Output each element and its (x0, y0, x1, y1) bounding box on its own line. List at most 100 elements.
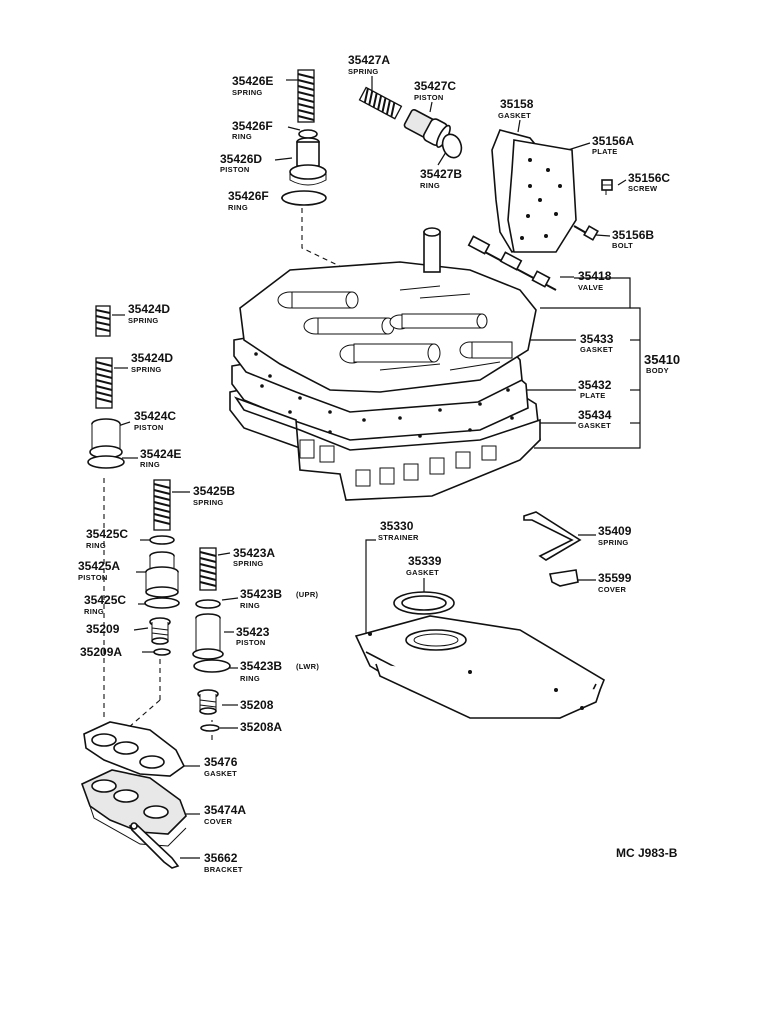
spring-35427A (358, 86, 403, 120)
part-name-35424D-upper: SPRING (128, 316, 159, 325)
leader-lines (112, 76, 641, 859)
part-number-35662: 35662 (204, 851, 238, 865)
springs (95, 69, 403, 591)
part-name-35433: GASKET (580, 345, 613, 354)
part-name-35424C: PISTON (134, 423, 164, 432)
strainer-35330 (354, 615, 605, 719)
spring-35425B (153, 479, 171, 531)
spring-35426E (297, 69, 315, 123)
part-name-35425A: PISTON (78, 573, 108, 582)
piston-35426D (289, 137, 327, 186)
part-number-35208A: 35208A (240, 720, 282, 734)
part-number-35424D-upper: 35424D (128, 302, 170, 316)
plug-35209 (149, 617, 171, 645)
spring-35423A (199, 547, 217, 591)
part-number-35426F-upper: 35426F (232, 119, 273, 133)
part-number-35425C-upper: 35425C (86, 527, 128, 541)
ring-35208A (200, 724, 220, 732)
part-number-35410: 35410 (644, 352, 680, 367)
part-number-35433: 35433 (580, 332, 614, 346)
part-name-35476: GASKET (204, 769, 237, 778)
plug-35208 (197, 689, 219, 715)
part-name-35158: GASKET (498, 111, 531, 120)
ring-35427B (441, 133, 463, 159)
part-name-35339: GASKET (406, 568, 439, 577)
part-name-35432: PLATE (580, 391, 606, 400)
part-number-35426E: 35426E (232, 74, 273, 88)
part-number-35426D: 35426D (220, 152, 262, 166)
part-name-35599: COVER (598, 585, 626, 594)
ring-35425C-lower (144, 597, 180, 609)
piston-35424C (89, 418, 123, 459)
part-qualifier-35423B-upr: (UPR) (296, 590, 319, 599)
cover-35474A (80, 769, 187, 847)
part-number-35424D-lower: 35424D (131, 351, 173, 365)
spring-35409 (523, 511, 582, 561)
ring-35426F-lower (281, 190, 327, 206)
ring-35423B-lwr (193, 659, 231, 673)
plate-35156A (507, 139, 577, 253)
part-name-35425B: SPRING (193, 498, 224, 507)
spring-35424D-lower (95, 357, 113, 409)
part-name-35427B: RING (420, 181, 440, 190)
part-name-35427A: SPRING (348, 67, 379, 76)
ring-35209A (153, 648, 171, 656)
valve-bores (277, 285, 513, 371)
part-name-35423: PISTON (236, 638, 266, 647)
part-number-35209: 35209 (86, 622, 120, 636)
figure-code: MC J983-B (616, 846, 678, 860)
part-name-35423A: SPRING (233, 559, 264, 568)
side-plate-assembly (491, 129, 613, 254)
part-name-35426F-upper: RING (232, 132, 252, 141)
part-number-35423B-upr: 35423B (240, 587, 282, 601)
part-number-35339: 35339 (408, 554, 442, 568)
part-number-35209A: 35209A (80, 645, 122, 659)
part-number-35158: 35158 (500, 97, 534, 111)
part-number-35425B: 35425B (193, 484, 235, 498)
part-qualifier-35423B-lwr: (LWR) (296, 662, 319, 671)
gasket-35339 (393, 591, 455, 615)
part-number-35424C: 35424C (134, 409, 176, 423)
part-name-35427C: PISTON (414, 93, 444, 102)
part-number-35418: 35418 (578, 269, 612, 283)
body-bolt-holes (254, 352, 514, 438)
ring-35424E (87, 455, 125, 469)
lower-body-casting (233, 396, 541, 501)
part-name-35425C-lower: RING (84, 607, 104, 616)
part-name-35426D: PISTON (220, 165, 250, 174)
bolt-35156B (573, 225, 599, 241)
part-name-35156A: PLATE (592, 147, 618, 156)
part-number-35425A: 35425A (78, 559, 120, 573)
ring-35423B-upr (195, 599, 221, 609)
part-name-35426E: SPRING (232, 88, 263, 97)
part-name-35418: VALVE (578, 283, 603, 292)
part-number-35208: 35208 (240, 698, 274, 712)
part-name-35424E: RING (140, 460, 160, 469)
part-number-35427B: 35427B (420, 167, 462, 181)
screw-35156C (601, 179, 613, 195)
piston-35427C (403, 108, 451, 148)
part-number-35423A: 35423A (233, 546, 275, 560)
spring-35424D-upper (95, 305, 111, 337)
part-name-35423B-lwr: RING (240, 674, 260, 683)
part-name-35426F-lower: RING (228, 203, 248, 212)
part-name-35330: STRAINER (378, 533, 419, 542)
ring-35426F-upper (298, 129, 318, 139)
ring-35425C-upper (149, 535, 175, 545)
valve-body-tower (423, 227, 441, 273)
part-name-35662: BRACKET (204, 865, 243, 874)
piston-35425A (145, 551, 179, 598)
part-name-35156B: BOLT (612, 241, 633, 250)
part-name-35434: GASKET (578, 421, 611, 430)
part-number-35423: 35423 (236, 625, 270, 639)
part-number-35156B: 35156B (612, 228, 654, 242)
part-name-35474A: COVER (204, 817, 232, 826)
pistons-and-rings (87, 108, 463, 732)
part-number-35427A: 35427A (348, 53, 390, 67)
part-number-35426F-lower: 35426F (228, 189, 269, 203)
part-name-35425C-upper: RING (86, 541, 106, 550)
part-labels: 35426E SPRING 35426F RING 35426D PISTON … (78, 53, 680, 874)
lower-cover-group (80, 721, 187, 869)
part-name-35424D-lower: SPRING (131, 365, 162, 374)
